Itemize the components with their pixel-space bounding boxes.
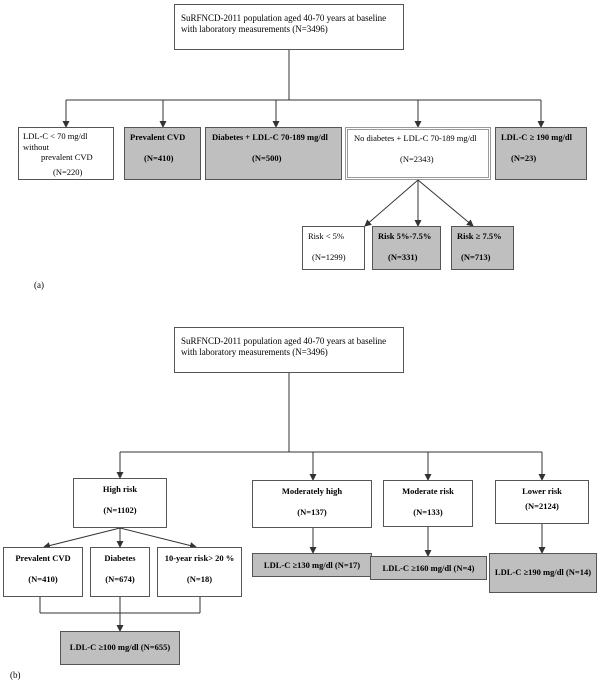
group-ldl-low-n: (N=220) [53,166,83,177]
sub-diabetes-label: Diabetes [104,553,136,563]
sub-diabetes-n: (N=674) [105,573,135,584]
arrow-a-risk-low [364,179,419,227]
arrow-a-risk-high [417,179,474,227]
group-diabetes-label: Diabetes + LDL-C 70-189 mg/dl [212,132,328,142]
target-ldl-160-box: LDL-C ≥160 mg/dl (N=4) [370,556,487,580]
target-ldl-190-box: LDL-C ≥190 mg/dl (N=14) [489,553,597,593]
category-high-risk-label: High risk [102,484,138,494]
category-high-risk-box: High risk (N=1102) [73,478,167,528]
arrow-b-sub-risk20 [119,527,197,549]
category-moderate-box: Moderate risk (N=133) [383,480,473,527]
group-no-diabetes-box: No diabetes + LDL-C 70-189 mg/dl (N=2343… [345,127,491,180]
category-lower-box: Lower risk (N=2124) [495,480,589,524]
sub-risk20-box: 10-year risk> 20 % (N=18) [157,547,242,597]
panel-b-label: (b) [10,670,21,680]
risk-mid-n: (N=331) [388,251,418,262]
risk-mid-box: Risk 5%-7.5% (N=331) [372,226,441,270]
group-prevalent-cvd-n: (N=410) [144,152,174,163]
sub-prevalent-cvd-box: Prevalent CVD (N=410) [3,547,83,597]
category-high-risk-n: (N=1102) [103,504,137,515]
risk-mid-label: Risk 5%-7.5% [378,231,432,241]
root-b-line1: SuRFNCD-2011 population aged 40-70 years… [181,336,387,346]
group-ldl-high-n: (N=23) [511,152,537,163]
sub-prevalent-cvd-label: Prevalent CVD [15,553,71,563]
group-ldl-high-box: LDL-C ≥ 190 mg/dl (N=23) [495,127,587,180]
category-moderate-n: (N=133) [413,506,443,517]
risk-low-box: Risk < 5% (N=1299) [302,226,365,270]
group-ldl-high-label: LDL-C ≥ 190 mg/dl [501,132,573,142]
group-diabetes-n: (N=500) [252,152,282,163]
group-diabetes-box: Diabetes + LDL-C 70-189 mg/dl (N=500) [205,127,342,180]
risk-high-label: Risk ≥ 7.5% [457,231,502,241]
group-ldl-low-box: LDL-C < 70 mg/dl without prevalent CVD (… [18,127,114,180]
sub-risk20-label: 10-year risk> 20 % [164,553,235,563]
category-moderately-high-box: Moderately high (N=137) [252,480,372,528]
root-box-a: SuRFNCD-2011 population aged 40-70 years… [174,4,404,50]
target-ldl-130-label: LDL-C ≥130 mg/dl (N=17) [263,560,361,570]
target-ldl-100-box: LDL-C ≥100 mg/dl (N=655) [60,631,180,665]
risk-low-label: Risk < 5% [308,231,344,241]
group-no-diabetes-label: No diabetes + LDL-C 70-189 mg/dl [354,133,477,143]
category-lower-label: Lower risk [522,486,562,496]
target-ldl-130-box: LDL-C ≥130 mg/dl (N=17) [252,553,372,577]
category-moderately-high-n: (N=137) [297,506,327,517]
risk-low-n: (N=1299) [312,251,346,262]
group-prevalent-cvd-label: Prevalent CVD [130,132,186,142]
group-ldl-low-line1: LDL-C < 70 mg/dl without [23,131,88,152]
arrow-b-sub-cvd [43,527,121,549]
target-ldl-190-label: LDL-C ≥190 mg/dl (N=14) [494,567,592,577]
target-ldl-100-label: LDL-C ≥100 mg/dl (N=655) [69,642,171,652]
sub-diabetes-box: Diabetes (N=674) [90,547,150,597]
root-box-b: SuRFNCD-2011 population aged 40-70 years… [174,327,404,373]
category-lower-n: (N=2124) [525,500,559,511]
risk-high-box: Risk ≥ 7.5% (N=713) [451,226,514,270]
category-moderately-high-label: Moderately high [281,486,343,496]
target-ldl-160-label: LDL-C ≥160 mg/dl (N=4) [382,563,475,573]
panel-a-label: (a) [34,280,44,290]
group-prevalent-cvd-box: Prevalent CVD (N=410) [124,127,201,180]
root-b-line2: with laboratory measurements (N=3496) [181,347,328,358]
sub-risk20-n: (N=18) [186,573,213,584]
sub-prevalent-cvd-n: (N=410) [28,573,58,584]
category-moderate-label: Moderate risk [402,486,454,496]
group-no-diabetes-n: (N=2343) [400,153,434,164]
root-a-line1: SuRFNCD-2011 population aged 40-70 years… [181,13,387,23]
risk-high-n: (N=713) [461,251,491,262]
root-a-line2: with laboratory measurements (N=3496) [181,24,328,35]
group-ldl-low-line2: prevalent CVD [41,152,93,163]
